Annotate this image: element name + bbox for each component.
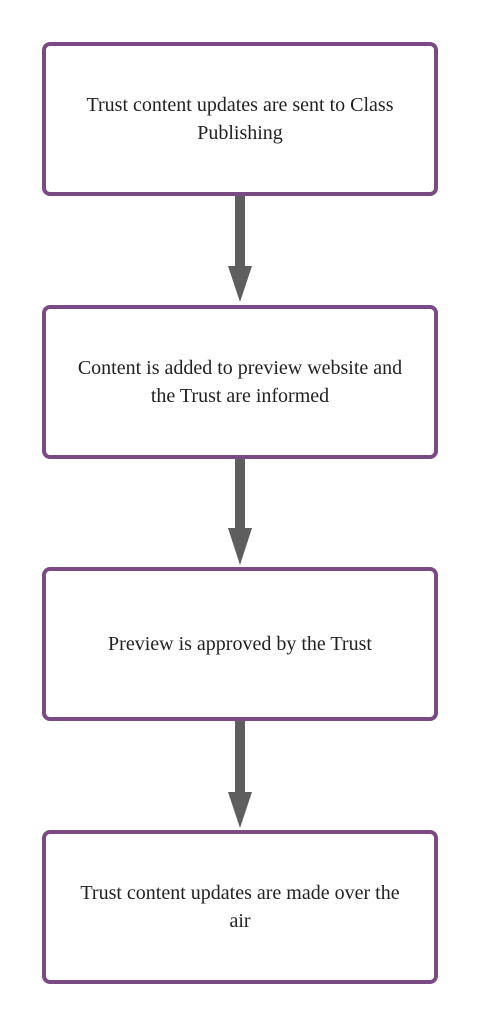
step-box-add-to-preview: Content is added to preview website and …	[42, 305, 438, 459]
arrow-3-to-4	[228, 721, 252, 828]
arrow-1-to-2	[228, 196, 252, 302]
step-box-updates-over-air: Trust content updates are made over the …	[42, 830, 438, 984]
step-box-preview-approved: Preview is approved by the Trust	[42, 567, 438, 721]
step-label: Content is added to preview website and …	[77, 357, 403, 407]
step-label: Trust content updates are made over the …	[80, 882, 400, 932]
arrow-2-to-3	[228, 459, 252, 565]
step-label: Trust content updates are sent to Class …	[86, 94, 394, 144]
step-label: Preview is approved by the Trust	[108, 633, 372, 655]
step-box-send-updates: Trust content updates are sent to Class …	[42, 42, 438, 196]
